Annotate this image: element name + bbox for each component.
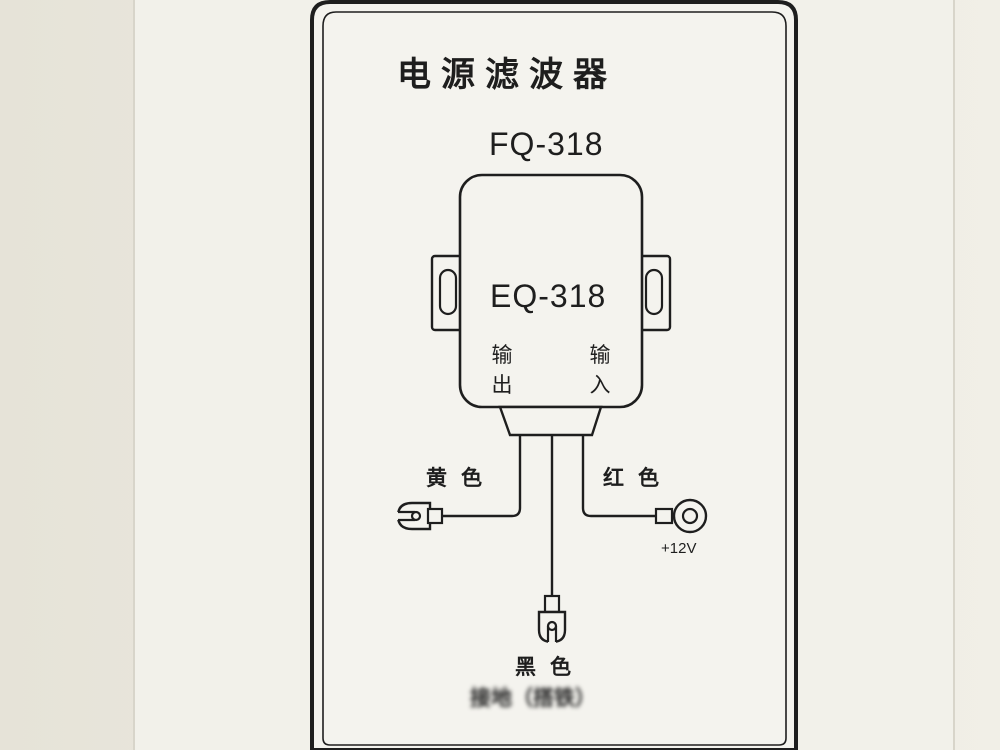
voltage-label: +12V [661,540,697,557]
port-output-label: 输出 [491,343,513,397]
wire-black-label: 黑色 [515,655,585,679]
card-inner-border [322,11,787,746]
black-wire-note: 接地（搭铁） [470,686,596,710]
wire-yellow [420,435,522,518]
port-input-label: 输入 [589,343,611,397]
mount-slot-right [644,268,664,316]
fork-terminal-black [537,594,567,644]
cable-boot [498,405,603,437]
wire-yellow-label: 黄色 [426,466,496,490]
ring-terminal-red [654,498,708,534]
fork-terminal-yellow [396,501,444,531]
wire-red-label: 红色 [603,466,673,490]
inner-model-number: EQ-318 [490,278,607,314]
diagram-title: 电源滤波器 [397,55,617,95]
mount-slot-left [438,268,458,316]
outer-model-number: FQ-318 [489,126,604,162]
wire-red [581,435,668,518]
